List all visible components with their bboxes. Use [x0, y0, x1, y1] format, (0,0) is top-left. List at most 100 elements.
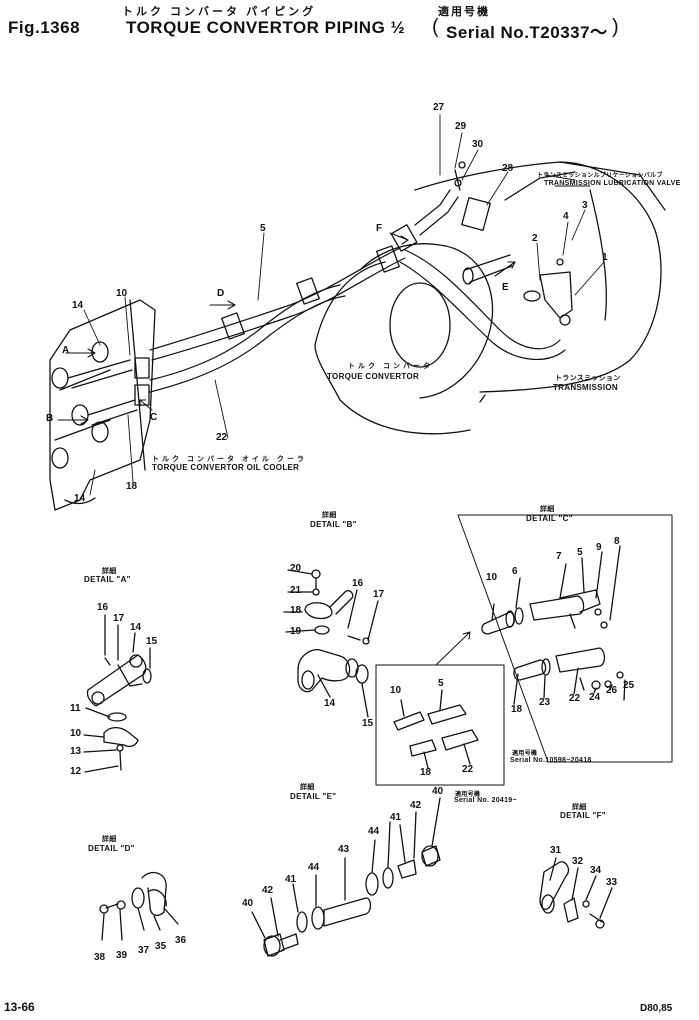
callout-1: 1 [602, 252, 608, 263]
detail-c-callout-23: 23 [539, 697, 551, 708]
detail-b-callout-18: 18 [290, 605, 302, 616]
detail-e-callout-44: 44 [308, 862, 320, 873]
detail-f-title: DETAIL "F" [560, 811, 606, 820]
leader-lines-main [84, 115, 604, 495]
detail-b-parts [284, 570, 378, 717]
detail-c-parts [482, 546, 625, 704]
detail-c-callout-22: 22 [569, 693, 581, 704]
detail-a-callout-13: 13 [70, 746, 82, 757]
hose-clamps [135, 198, 490, 405]
detail-c-serial-1: Serial No.10598~20418 [510, 757, 592, 764]
detail-c-callout-18: 18 [511, 704, 523, 715]
view-letter-e: E [502, 282, 509, 293]
detail-f-callout-32: 32 [572, 856, 584, 867]
title-japanese: トルク コンバータ パイピング [122, 6, 317, 18]
detail-b-callout-14: 14 [324, 698, 336, 709]
detail-c-title: DETAIL "C" [526, 514, 573, 523]
detail-b-callout-15: 15 [362, 718, 374, 729]
page-number: 13-66 [4, 1000, 35, 1014]
view-letter-f: F [376, 223, 383, 234]
transmission-label-jp: トランスミッション [555, 375, 621, 382]
detail-e-callout-40: 40 [242, 898, 254, 909]
torque-convertor-housing [315, 162, 665, 434]
detail-c-callout-5: 5 [577, 547, 583, 558]
lubrication-valve-label-jp: トランスミッションルブリケーションバルブ [537, 173, 663, 179]
detail-c-callout-24: 24 [589, 692, 601, 703]
oil-cooler-label: TORQUE CONVERTOR OIL COOLER [152, 463, 300, 472]
lubrication-valve-label: TRANSMISSION LUBRICATION VALVE [544, 180, 681, 187]
view-letter-d: D [217, 288, 225, 299]
view-arrows [58, 233, 515, 424]
detail-a-callout-14: 14 [130, 622, 142, 633]
detail-e-callout-42b: 42 [410, 800, 422, 811]
callout-3: 3 [582, 200, 588, 211]
figure-number: Fig.1368 [8, 18, 81, 37]
detail-b-callout-16: 16 [352, 578, 364, 589]
callout-28: 28 [502, 163, 514, 174]
callout-5: 5 [260, 223, 266, 234]
detail-a-callout-15: 15 [146, 636, 158, 647]
detail-e-parts [252, 798, 440, 956]
detail-d-callout-39: 39 [116, 950, 128, 961]
detail-d-callout-37: 37 [138, 945, 150, 956]
right-fittings [455, 162, 572, 325]
detail-c-inner-callout-22: 22 [462, 764, 474, 775]
detail-d-jp: 詳細 [102, 836, 117, 843]
detail-d-parts [100, 873, 178, 940]
detail-a-callout-12: 12 [70, 766, 82, 777]
view-letter-c: C [150, 412, 158, 423]
detail-d-callout-36: 36 [175, 935, 187, 946]
detail-c-callout-26: 26 [606, 685, 618, 696]
detail-c-inner-callout-5: 5 [438, 678, 444, 689]
detail-b-callout-21: 21 [290, 585, 302, 596]
figure-title: TORQUE CONVERTOR PIPING ½ [126, 18, 406, 37]
cooler-fittings [52, 342, 137, 468]
detail-b-callout-17: 17 [373, 589, 385, 600]
torque-convertor-label-jp: トルク コンバータ [348, 363, 433, 370]
detail-b-jp: 詳細 [322, 512, 337, 519]
detail-c-inner-callout-10: 10 [390, 685, 402, 696]
detail-d-callout-38: 38 [94, 952, 106, 963]
detail-f-callout-34: 34 [590, 865, 602, 876]
detail-e-callout-41b: 41 [390, 812, 402, 823]
detail-f-callout-31: 31 [550, 845, 562, 856]
detail-a-jp: 詳細 [102, 568, 117, 575]
detail-a-callout-11: 11 [70, 703, 81, 714]
detail-e-callout-43: 43 [338, 844, 350, 855]
callout-10: 10 [116, 288, 128, 299]
view-letter-a: A [62, 345, 70, 356]
detail-b-callout-19: 19 [290, 626, 302, 637]
detail-b-title: DETAIL "B" [310, 520, 357, 529]
detail-f-parts [540, 858, 612, 928]
detail-a-title: DETAIL "A" [84, 575, 131, 584]
detail-f-jp: 詳細 [572, 804, 587, 811]
serial-range: Serial No.T20337～ [446, 23, 608, 42]
detail-c-serial-jp: 適用号機 [512, 751, 538, 757]
detail-c-serial-jp-2: 適用号機 [455, 792, 481, 798]
callout-4: 4 [563, 211, 569, 222]
callout-22: 22 [216, 432, 228, 443]
detail-c-frame [376, 515, 672, 785]
detail-c-inner-callout-18: 18 [420, 767, 432, 778]
view-letter-b: B [46, 413, 54, 424]
detail-e-title: DETAIL "E" [290, 792, 337, 801]
detail-e-callout-40b: 40 [432, 786, 444, 797]
detail-e-callout-44b: 44 [368, 826, 380, 837]
detail-c-callout-10: 10 [486, 572, 498, 583]
callout-29: 29 [455, 121, 467, 132]
model-designation: D80,85 [640, 1003, 673, 1014]
detail-b-callout-20: 20 [290, 563, 302, 574]
transmission-label: TRANSMISSION [553, 383, 618, 392]
detail-e-callout-41: 41 [285, 874, 297, 885]
detail-a-callout-16: 16 [97, 602, 109, 613]
callout-2: 2 [532, 233, 538, 244]
serial-paren-close: ) [612, 16, 620, 38]
main-hoses [150, 190, 565, 392]
detail-f-callout-33: 33 [606, 877, 618, 888]
detail-a-callout-17: 17 [113, 613, 125, 624]
callout-14-bottom: 14 [74, 493, 86, 504]
detail-c-inner-parts [394, 690, 478, 768]
oil-cooler-label-jp: トルク コンバータ オイル クーラ [152, 456, 307, 463]
